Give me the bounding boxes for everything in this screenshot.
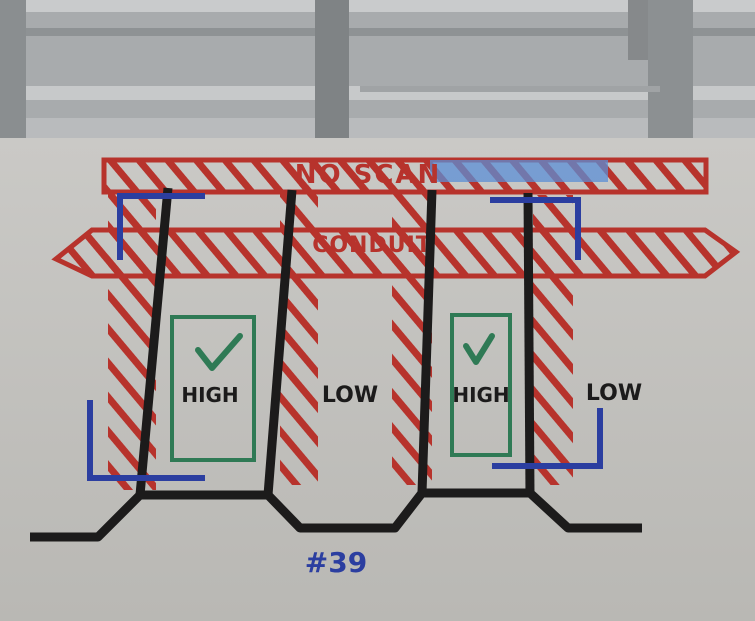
checkmark-icon (195, 333, 243, 371)
high-zone-box-right (450, 313, 512, 457)
conduit-arrow: CONDUIT (51, 227, 741, 279)
checkmark-icon (463, 333, 495, 365)
blue-corner-marks (87, 193, 603, 481)
no-scan-label: NO SCAN (295, 160, 442, 190)
low-label-left: LOW (322, 383, 378, 408)
high-label-right: HIGH (452, 383, 509, 407)
conduit-label: CONDUIT (312, 233, 432, 258)
low-label-right: LOW (586, 381, 642, 406)
high-zone-box-left (170, 315, 256, 462)
high-label-left: HIGH (181, 383, 238, 407)
black-layout-lines (30, 187, 642, 542)
no-scan-banner: NO SCAN (101, 157, 709, 195)
area-number-label: #39 (305, 546, 367, 579)
steel-stud-wall (0, 0, 755, 138)
